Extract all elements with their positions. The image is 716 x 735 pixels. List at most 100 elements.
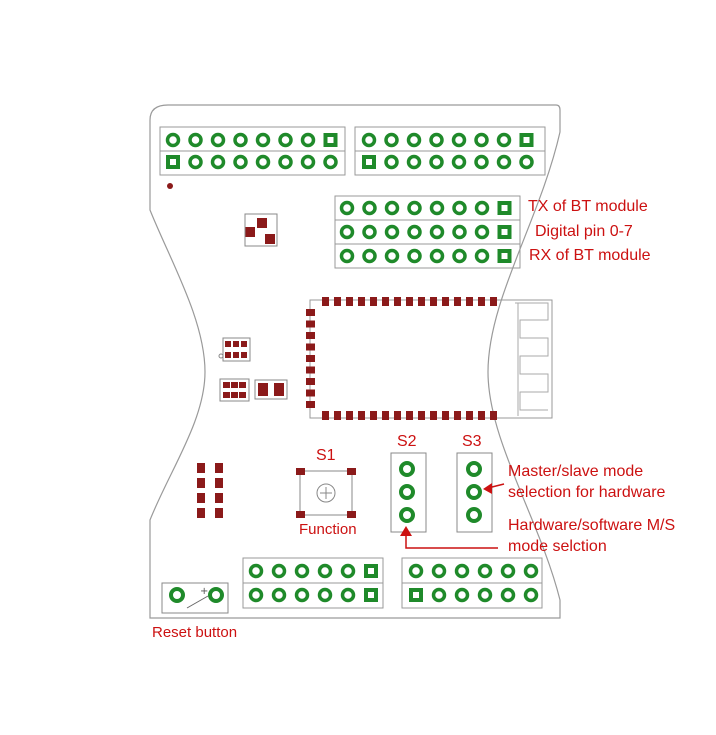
bt-bottom-pad xyxy=(346,411,353,420)
bt-rx-pad xyxy=(339,248,355,264)
bt-tx-pad xyxy=(452,200,467,216)
bt-top-pad xyxy=(490,297,497,306)
bt-side-pad xyxy=(306,401,315,408)
top-right-row2-pad xyxy=(406,154,422,170)
bottom-left-row1-square-hole xyxy=(368,568,374,574)
top-left-row1-pad xyxy=(165,132,181,148)
label-s1: S1 xyxy=(316,447,336,464)
bottom-left-row2-pad xyxy=(340,587,356,603)
bottom-left-row2-square-hole xyxy=(368,592,374,598)
top-left-row1-pad xyxy=(210,132,226,148)
label-tx: TX of BT module xyxy=(528,198,648,215)
bt-rx-pad xyxy=(474,248,490,264)
bt-digital-pad xyxy=(452,224,467,240)
bt-top-pad xyxy=(442,297,449,306)
top-right-row2-pad xyxy=(496,154,512,170)
bt-top-pad xyxy=(334,297,341,306)
bottom-left-row1-pad xyxy=(271,563,287,579)
bt-top-pad xyxy=(382,297,389,306)
top-right-row2-pad xyxy=(429,154,444,170)
bt-bottom-pad xyxy=(406,411,413,420)
top-right-row1-pad xyxy=(474,132,489,148)
bottom-right-row1-pad xyxy=(523,563,539,579)
smd-components xyxy=(197,218,284,518)
label-digital: Digital pin 0-7 xyxy=(535,223,633,240)
bt-digital-pad xyxy=(362,224,377,240)
top-right-row1-pad xyxy=(361,132,377,148)
bt-side-pad xyxy=(306,320,315,328)
bottom-left-row2-pad xyxy=(271,587,287,603)
top-left-row2-pad xyxy=(255,154,271,170)
bt-bottom-pad xyxy=(478,411,485,420)
bottom-left-row1-pad xyxy=(317,563,333,579)
bottom-right-row1-pad xyxy=(431,563,447,579)
bt-bottom-pad xyxy=(382,411,389,420)
bottom-left-row1-pad xyxy=(248,563,264,579)
top-left-row2-pad xyxy=(323,154,338,170)
label-hw-sw-2: mode selction xyxy=(508,538,607,555)
bt-bottom-pad xyxy=(442,411,449,420)
bt-top-pad xyxy=(322,297,329,306)
top-right-row2-pad xyxy=(474,154,489,170)
label-function: Function xyxy=(299,521,357,538)
mounting-dot xyxy=(167,183,173,189)
bt-tx-pad xyxy=(474,200,490,216)
bt-rx-pad xyxy=(384,248,400,264)
bottom-right-row1-pad xyxy=(454,563,470,579)
bt-tx-pad xyxy=(362,200,377,216)
bt-top-pad xyxy=(466,297,473,306)
bt-digital-pad xyxy=(384,224,400,240)
bt-digital-square-hole xyxy=(501,229,508,235)
board-outline xyxy=(149,104,561,619)
label-master-slave-2: selection for hardware xyxy=(508,484,666,501)
top-right-row2-pad xyxy=(451,154,467,170)
bt-tx-square-hole xyxy=(501,205,508,211)
bt-rx-pad xyxy=(407,248,422,264)
top-right-row1-pad xyxy=(384,132,399,148)
bottom-right-row2-pad xyxy=(500,587,516,603)
bt-top-pad xyxy=(346,297,353,306)
bt-side-pad xyxy=(306,355,315,362)
top-right-row1-pad xyxy=(429,132,444,148)
bt-bottom-pad xyxy=(466,411,473,420)
top-left-row1-pad xyxy=(300,132,316,148)
bt-header-frame xyxy=(334,195,521,269)
bt-rx-pad xyxy=(429,248,445,264)
bottom-left-row1-pad xyxy=(294,563,310,579)
bt-side-pad xyxy=(306,309,315,316)
top-right-row2-pad xyxy=(384,154,399,170)
bt-top-pad xyxy=(370,297,377,306)
top-left-row2-pad xyxy=(188,154,203,170)
label-rx: RX of BT module xyxy=(529,247,651,264)
bt-bottom-pad xyxy=(418,411,425,420)
bt-tx-pad xyxy=(407,200,422,216)
bt-side-pad xyxy=(306,389,315,397)
s3-jumper xyxy=(456,452,493,533)
bottom-right-row1-pad xyxy=(477,563,493,579)
bt-side-pad xyxy=(306,343,315,351)
top-left-row2-pad xyxy=(233,154,248,170)
top-left-row1-pad xyxy=(278,132,293,148)
bt-digital-pad xyxy=(429,224,445,240)
bt-top-pad xyxy=(358,297,365,306)
bt-bottom-pad xyxy=(454,411,461,420)
bt-bottom-pad xyxy=(394,411,401,420)
bottom-right-row2-pad xyxy=(431,587,447,603)
bottom-right-row2-pad xyxy=(454,587,470,603)
bt-rx-pad xyxy=(362,248,377,264)
bottom-right-row2-pad xyxy=(477,587,493,603)
bottom-right-row1-pad xyxy=(500,563,516,579)
bottom-right-row1-pad xyxy=(408,563,424,579)
bt-bottom-pad xyxy=(430,411,437,420)
bt-module xyxy=(306,297,553,420)
bt-digital-pad xyxy=(339,224,355,240)
bt-bottom-pad xyxy=(490,411,497,420)
bottom-right-row2-square-hole xyxy=(413,592,419,598)
bt-top-pad xyxy=(478,297,485,306)
top-left-row2-pad xyxy=(300,154,316,170)
top-left-row2-square-hole xyxy=(170,159,176,165)
bt-bottom-pad xyxy=(322,411,329,420)
top-left-row2-pad xyxy=(278,154,293,170)
top-right-row2-pad xyxy=(519,154,534,170)
bottom-left-row2-pad xyxy=(317,587,333,603)
